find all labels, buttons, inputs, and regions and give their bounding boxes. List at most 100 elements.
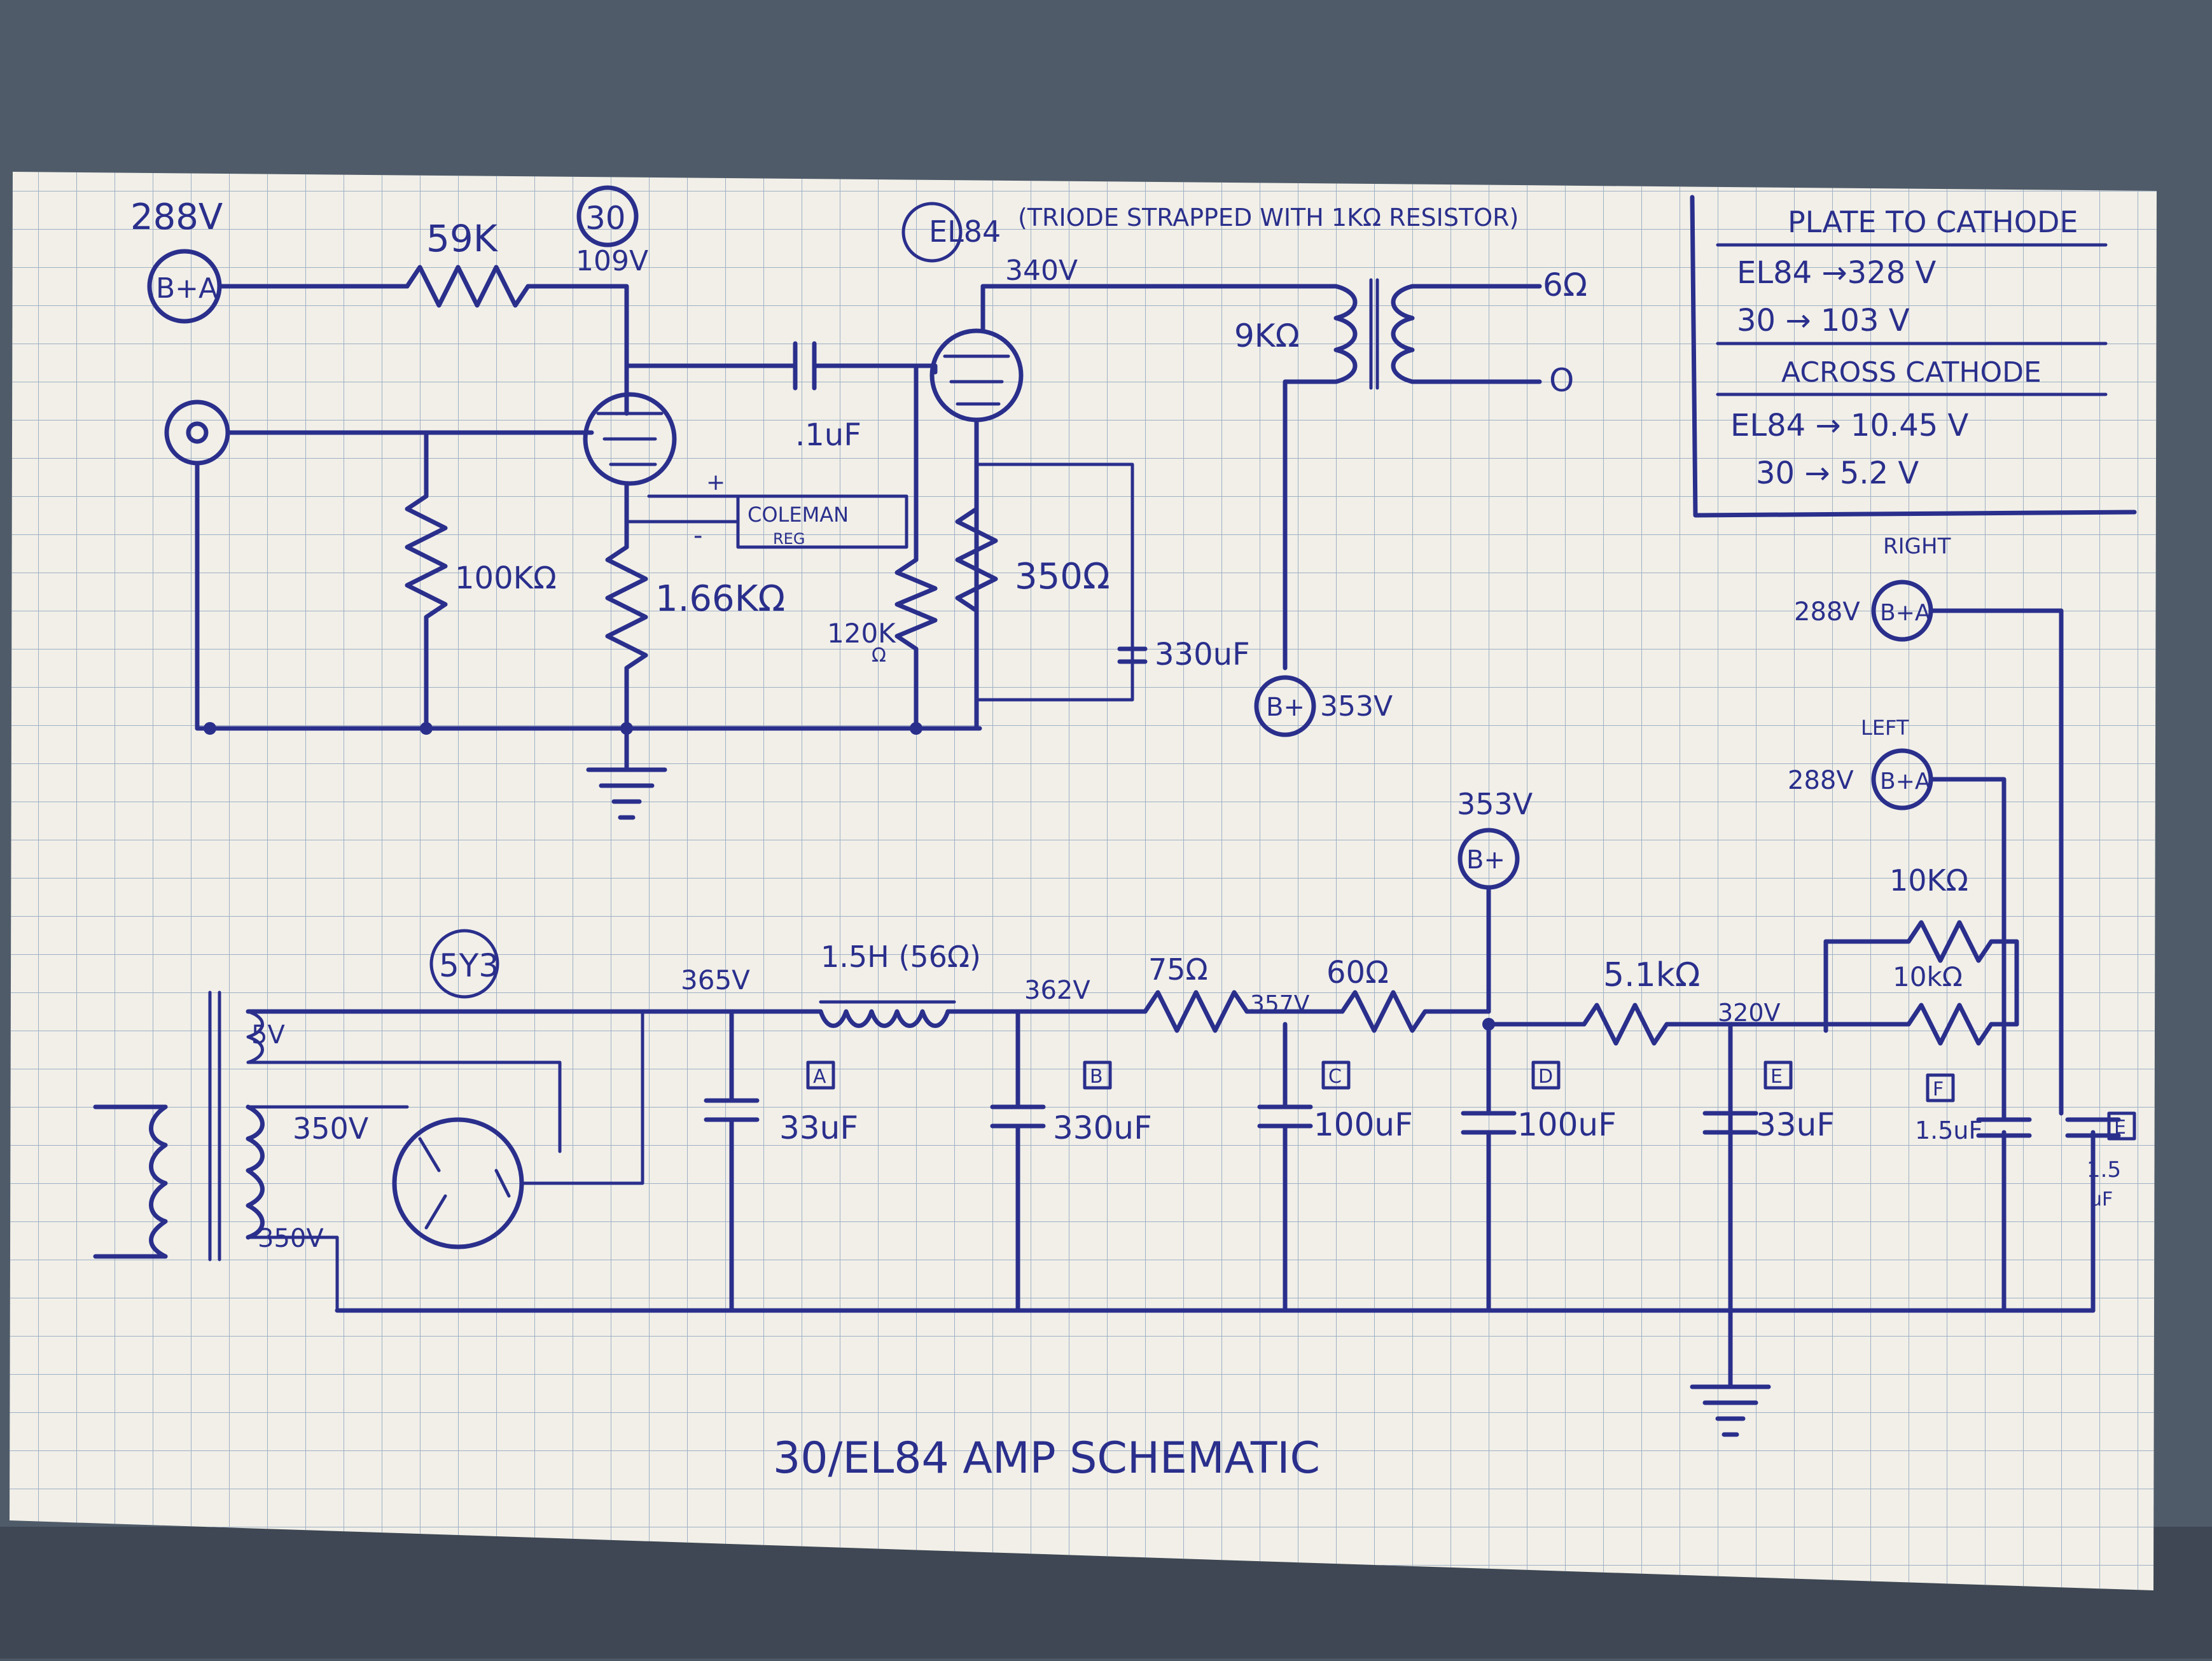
regulator-label: COLEMAN [748, 503, 849, 527]
output-tube-badge [901, 202, 963, 263]
cap-f-value: 1.5uF [1915, 1116, 1982, 1144]
input-bplus-label: B+A [156, 272, 218, 305]
resistor-5k1 [1486, 1003, 1835, 1046]
resistor-10k-b-label: 10kΩ [1893, 961, 1963, 992]
input-tube-label: 30 [585, 200, 626, 237]
cap-e-value: 33uF [1756, 1106, 1835, 1143]
output-bplus-terminal [1254, 675, 1316, 737]
cap-a-value: 33uF [779, 1109, 858, 1146]
left-label: LEFT [1861, 716, 1909, 740]
node-320v: 320V [1718, 999, 1781, 1027]
output-tube-label: EL84 [929, 214, 1001, 249]
measure-row-2: 30 → 103 V [1737, 303, 1910, 338]
regulator-plus: + [706, 469, 725, 496]
plate-resistor-59k [405, 265, 531, 308]
filter-choke [818, 1009, 950, 1028]
output-tube-note: (TRIODE STRAPPED WITH 1KΩ RESISTOR) [1018, 204, 1519, 232]
cathode-350-label: 350Ω [1015, 556, 1110, 597]
filter-cap-c: C 100uF [1257, 1022, 1413, 1313]
regulator-label-2: REG [773, 530, 805, 548]
cathode-resistor-label: 1.66KΩ [655, 578, 785, 620]
grid-resistor-100k [405, 430, 448, 731]
cap-g-unit: uF [2090, 1188, 2113, 1211]
filter-cap-g: E 1.5 uF [2065, 1111, 2136, 1211]
power-supply: 5Y3 5V 350V 350V 365V 1.5H (56Ω) 362V 75… [93, 534, 2136, 1437]
cap-c-tag: C [1328, 1066, 1342, 1088]
measure-row-4: 30 → 5.2 V [1756, 455, 1919, 491]
measure-row-1: EL84 →328 V [1737, 255, 1937, 291]
cap-d-value: 100uF [1517, 1106, 1617, 1143]
paper-sheet [10, 172, 2157, 1590]
output-stage: EL84 (TRIODE STRAPPED WITH 1KΩ RESISTOR)… [901, 202, 1587, 737]
resistor-75ohm [1143, 990, 1249, 1033]
cap-f-tag: F [1933, 1078, 1944, 1101]
grid-120k-label: 120K [827, 618, 896, 649]
coupling-capacitor [624, 341, 938, 391]
cap-b-value: 330uF [1053, 1109, 1152, 1146]
heater-winding-label: 5V [251, 1020, 285, 1050]
grid-resistor-label: 100KΩ [455, 560, 557, 596]
node-365v: 365V [681, 964, 750, 996]
resistor-60-label: 60Ω [1326, 955, 1389, 990]
cathode-resistor-350 [955, 506, 998, 613]
cap-e-tag: E [1770, 1066, 1783, 1088]
choke-label: 1.5H (56Ω) [821, 940, 981, 974]
cap-a-tag: A [813, 1066, 826, 1088]
tube-30-symbol [583, 392, 677, 486]
plate-cathode-heading: PLATE TO CATHODE [1788, 205, 2078, 239]
resistor-5k1-label: 5.1kΩ [1603, 956, 1701, 994]
cap-g-value: 1.5 [2087, 1157, 2121, 1183]
resistor-10k-a [1823, 920, 2019, 963]
left-voltage: 288V [1788, 766, 1854, 795]
right-bplus-label: B+A [1880, 600, 1931, 626]
regulator-minus: - [693, 521, 702, 550]
grid-resistor-120k [894, 363, 938, 731]
grid-120k-unit: Ω [872, 644, 886, 667]
hv-winding [246, 1104, 265, 1240]
right-voltage: 288V [1794, 597, 1860, 627]
right-label: RIGHT [1883, 534, 1951, 559]
coupling-cap-label: .1uF [795, 417, 861, 453]
output-bplus-label: B+ [1266, 693, 1305, 722]
output-transformer-primary [1333, 284, 1358, 384]
cathode-resistor-1k66 [605, 481, 648, 731]
filter-cap-d: D 100uF [1461, 1022, 1617, 1313]
filter-cap-e: E 33uF [1702, 1022, 1835, 1143]
power-transformer-primary [149, 1104, 168, 1259]
input-tube-badge [576, 185, 639, 247]
cathode-cap-label: 330uF [1155, 637, 1250, 672]
input-bplus-voltage: 288V [130, 197, 223, 238]
node-362v: 362V [1024, 976, 1090, 1005]
cap-d-tag: D [1538, 1066, 1553, 1088]
cap-b-tag: B [1090, 1066, 1103, 1088]
ground-symbol-top [586, 726, 667, 820]
rectifier-label: 5Y3 [439, 947, 499, 984]
schematic-title: 30/EL84 AMP SCHEMATIC [773, 1433, 1320, 1484]
measurement-table: PLATE TO CATHODE EL84 →328 V 30 → 103 V … [1690, 195, 2137, 518]
resistor-60ohm [1244, 990, 1491, 1033]
secondary-common: O [1549, 362, 1574, 399]
output-transformer-secondary [1391, 284, 1415, 384]
filter-cap-f: F 1.5uF [1915, 1073, 2032, 1144]
filter-cap-b: B 330uF [990, 1009, 1152, 1313]
left-bplus-label: B+A [1880, 768, 1931, 795]
plate-resistor-label: 59K [426, 217, 499, 260]
bplus-node-label: B+ [1466, 845, 1505, 875]
heater-winding [246, 1010, 264, 1064]
output-plate-voltage: 340V [1005, 254, 1078, 287]
input-plate-voltage: 109V [576, 245, 648, 277]
primary-impedance: 9KΩ [1234, 317, 1300, 354]
input-stage: 288V B+A 59K 30 109V 100KΩ 1.66KΩ COLEMA… [130, 185, 982, 820]
resistor-10k-b [1823, 1003, 2019, 1046]
cap-g-tag: E [2114, 1116, 2126, 1139]
resistor-10k-a-label: 10KΩ [1889, 863, 1968, 898]
rectifier-badge [429, 929, 499, 999]
cap-c-value: 100uF [1314, 1106, 1413, 1143]
resistor-75-label: 75Ω [1148, 952, 1208, 987]
hv-winding-1-label: 350V [293, 1111, 369, 1146]
secondary-tap-6ohm: 6Ω [1543, 267, 1587, 303]
bplus-node-voltage: 353V [1457, 787, 1533, 821]
filter-cap-a: A 33uF [704, 1009, 858, 1313]
